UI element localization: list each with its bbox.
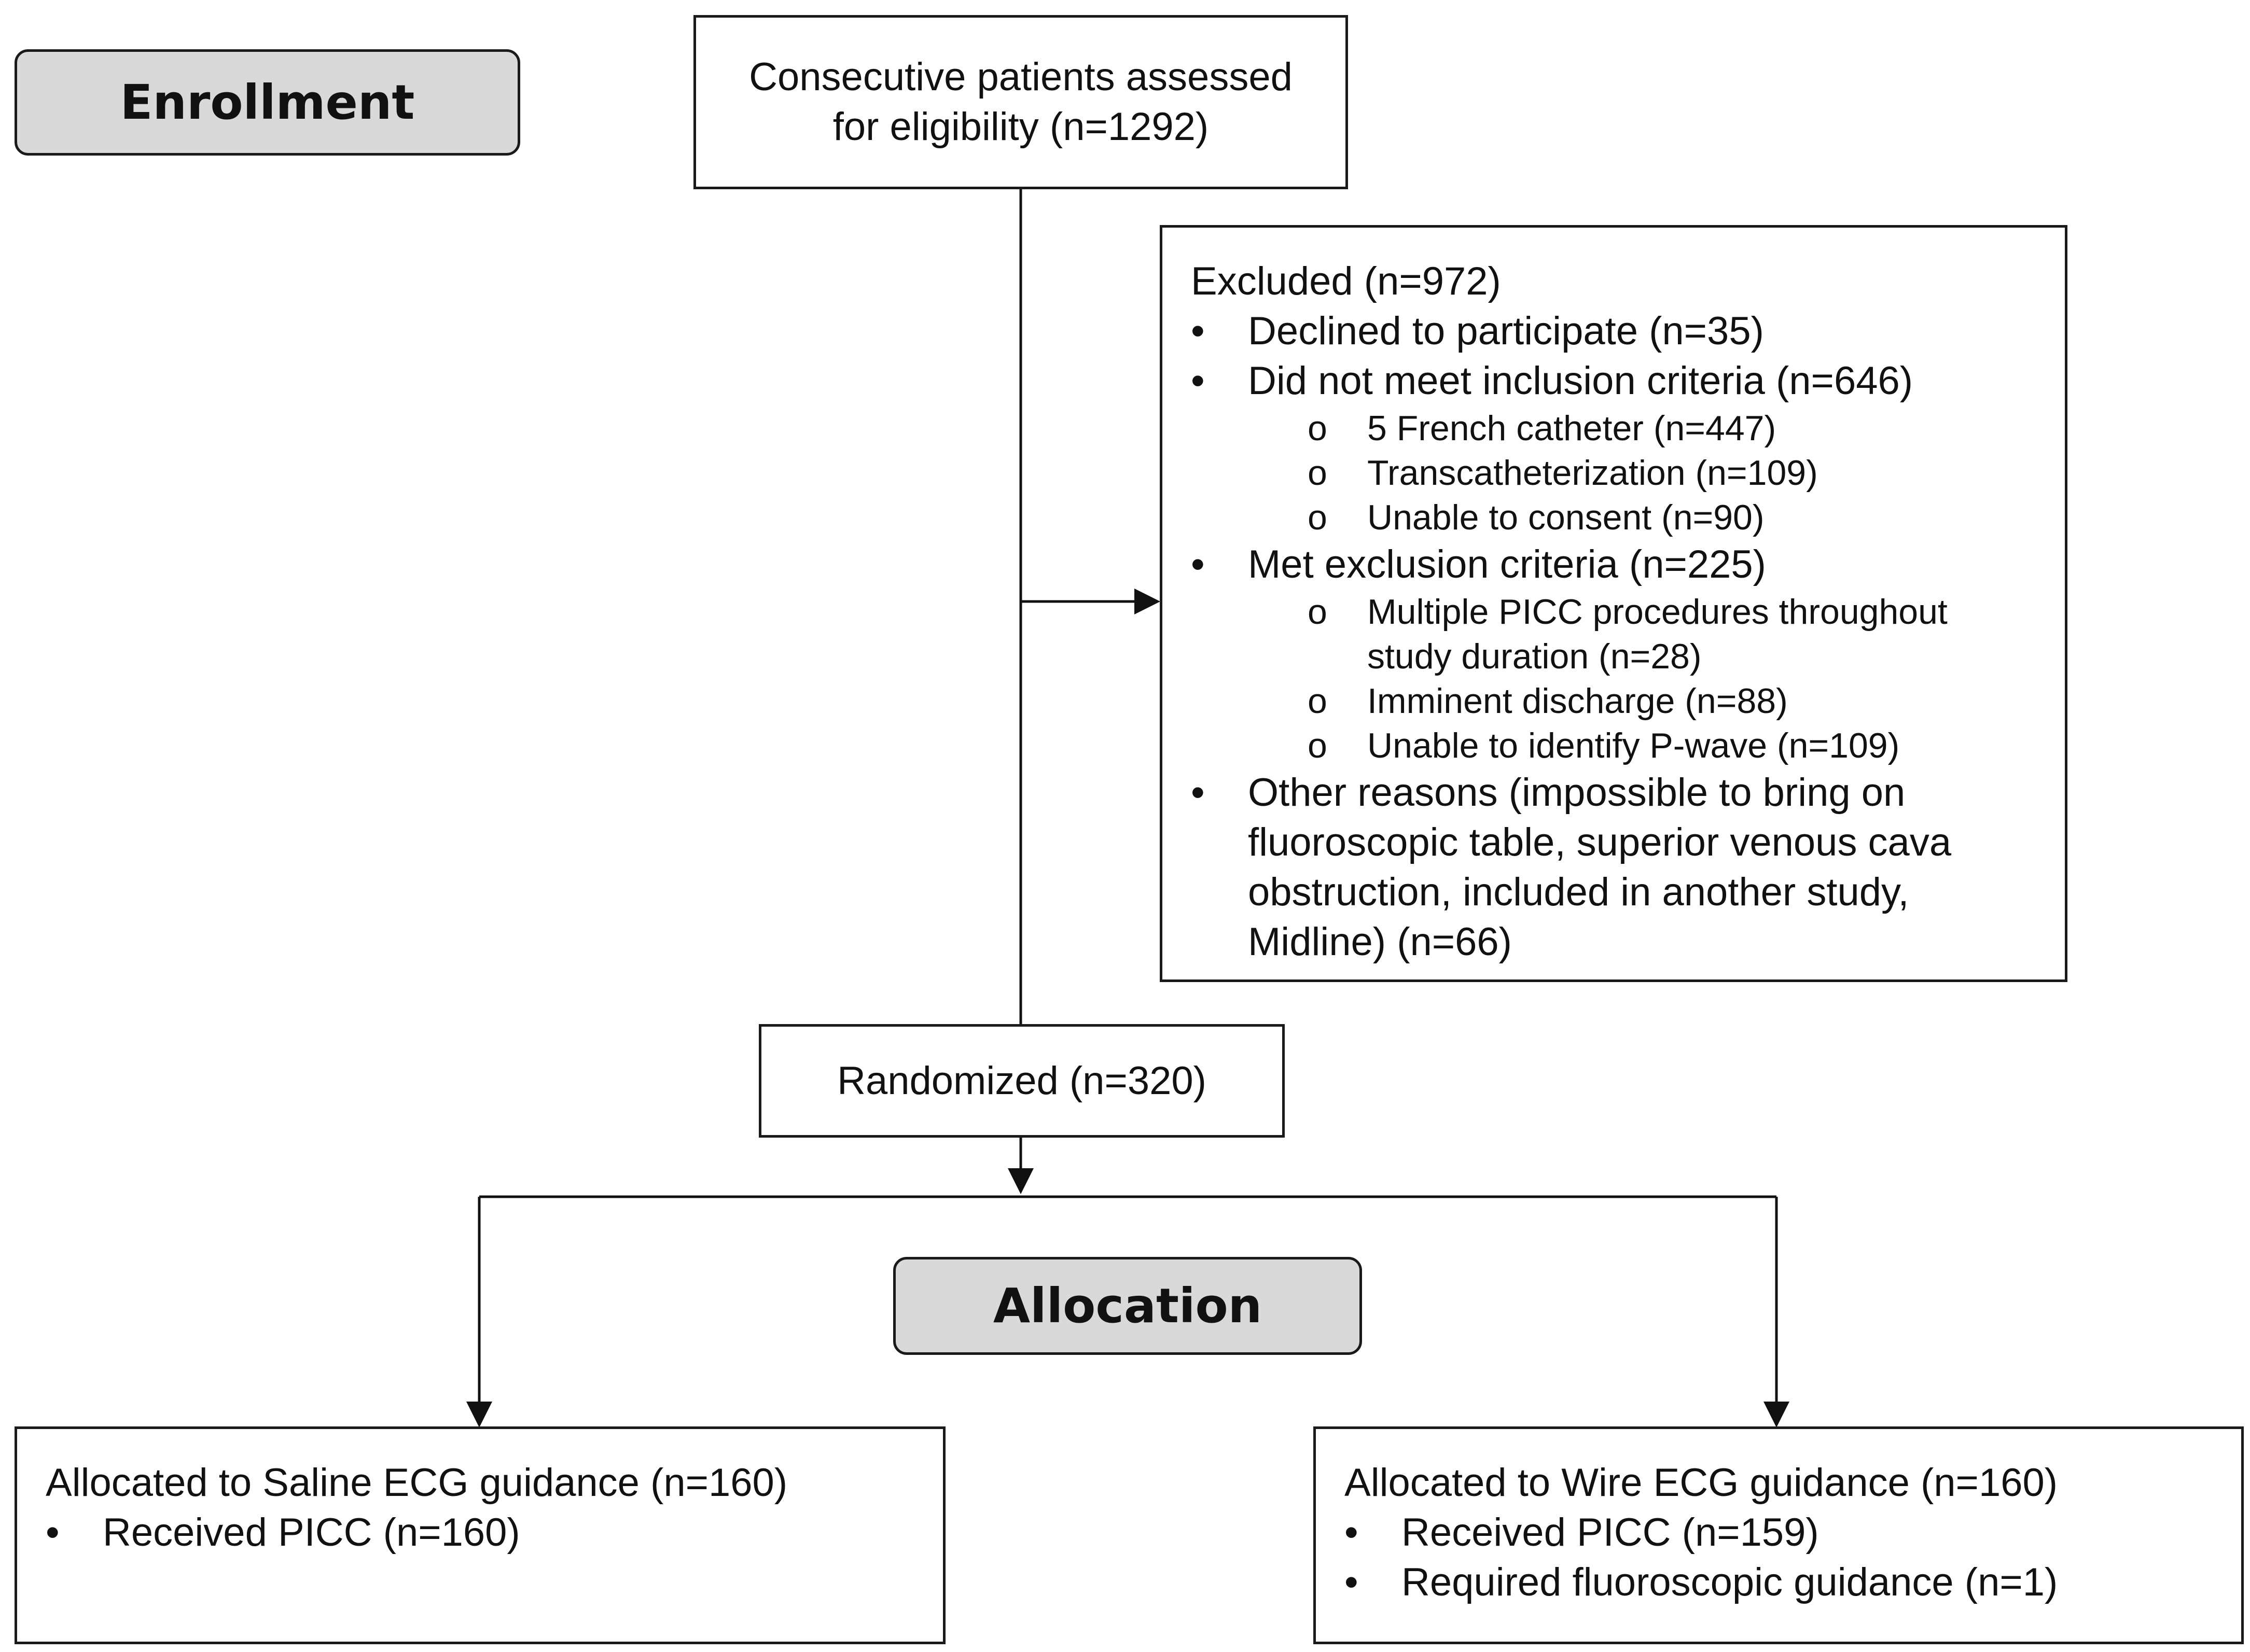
wire-title: Allocated to Wire ECG guidance (n=160) bbox=[1344, 1461, 2058, 1505]
exclusion-sub-item: o Unable to identify P-wave (n=109) bbox=[1191, 723, 2065, 768]
allocation-stage-label: Allocation bbox=[893, 1257, 1362, 1355]
randomized-box: Randomized (n=320) bbox=[759, 1024, 1285, 1138]
inclusion-sub-item: o 5 French catheter (n=447) bbox=[1191, 406, 2065, 451]
inclusion-sub-text: 5 French catheter (n=447) bbox=[1367, 409, 1776, 448]
sub-bullet-marker: o bbox=[1308, 592, 1327, 632]
sub-bullet-marker: o bbox=[1308, 681, 1327, 721]
exclusion-sub-text: Imminent discharge (n=88) bbox=[1367, 681, 1788, 721]
inclusion-sub-item: o Unable to consent (n=90) bbox=[1191, 495, 2065, 540]
sub-bullet-marker: o bbox=[1308, 498, 1327, 537]
assessed-box: Consecutive patients assessed for eligib… bbox=[693, 15, 1348, 189]
bullet-marker: • bbox=[1191, 309, 1205, 353]
saline-item: • Received PICC (n=160) bbox=[46, 1508, 943, 1558]
exclusion-sub-text: Multiple PICC procedures throughout bbox=[1367, 592, 1948, 632]
other-line-3: obstruction, included in another study, bbox=[1248, 870, 1909, 914]
exclusion-sub-item: o Multiple PICC procedures throughout st… bbox=[1191, 590, 2065, 679]
bullet-marker: • bbox=[1191, 542, 1205, 586]
bullet-marker: • bbox=[1191, 771, 1205, 815]
inclusion-sub-text: Transcatheterization (n=109) bbox=[1367, 453, 1818, 493]
other-line-1: Other reasons (impossible to bring on bbox=[1248, 771, 1906, 815]
excluded-inclusion: • Did not meet inclusion criteria (n=646… bbox=[1191, 356, 2065, 406]
randomized-text: Randomized (n=320) bbox=[837, 1058, 1206, 1103]
excluded-declined: • Declined to participate (n=35) bbox=[1191, 306, 2065, 356]
other-line-4: Midline) (n=66) bbox=[1248, 920, 1512, 964]
inclusion-text: Did not meet inclusion criteria (n=646) bbox=[1248, 359, 1913, 403]
wire-item-text: Required fluoroscopic guidance (n=1) bbox=[1401, 1560, 2058, 1604]
saline-item-text: Received PICC (n=160) bbox=[103, 1510, 520, 1555]
inclusion-sub-item: o Transcatheterization (n=109) bbox=[1191, 451, 2065, 495]
bullet-marker: • bbox=[46, 1510, 60, 1555]
exclusion-sub-text: Unable to identify P-wave (n=109) bbox=[1367, 726, 1900, 765]
wire-item: • Required fluoroscopic guidance (n=1) bbox=[1344, 1558, 2241, 1607]
wire-allocation-box: Allocated to Wire ECG guidance (n=160) •… bbox=[1313, 1426, 2244, 1644]
inclusion-sub-text: Unable to consent (n=90) bbox=[1367, 498, 1765, 537]
enrollment-stage-label: Enrollment bbox=[15, 49, 520, 156]
exclusion-sub-item: o Imminent discharge (n=88) bbox=[1191, 679, 2065, 723]
exclusion-sub-text-cont: study duration (n=28) bbox=[1367, 637, 1702, 676]
sub-bullet-marker: o bbox=[1308, 726, 1327, 765]
declined-text: Declined to participate (n=35) bbox=[1248, 309, 1764, 353]
bullet-marker: • bbox=[1344, 1560, 1358, 1604]
excluded-exclusion: • Met exclusion criteria (n=225) bbox=[1191, 540, 2065, 590]
other-line-2: fluoroscopic table, superior venous cava bbox=[1248, 820, 1952, 864]
sub-bullet-marker: o bbox=[1308, 409, 1327, 448]
enrollment-label-text: Enrollment bbox=[120, 75, 415, 130]
allocation-label-text: Allocation bbox=[993, 1278, 1262, 1334]
exclusion-text: Met exclusion criteria (n=225) bbox=[1248, 542, 1766, 586]
excluded-other: • Other reasons (impossible to bring on … bbox=[1191, 768, 2065, 967]
excluded-box: Excluded (n=972) • Declined to participa… bbox=[1160, 225, 2067, 982]
saline-title: Allocated to Saline ECG guidance (n=160) bbox=[46, 1461, 788, 1505]
bullet-marker: • bbox=[1191, 359, 1205, 403]
wire-item: • Received PICC (n=159) bbox=[1344, 1508, 2241, 1558]
excluded-title: Excluded (n=972) bbox=[1191, 259, 1501, 303]
assessed-line-2: for eligibility (n=1292) bbox=[832, 105, 1209, 149]
saline-allocation-box: Allocated to Saline ECG guidance (n=160)… bbox=[15, 1426, 946, 1644]
assessed-line-1: Consecutive patients assessed bbox=[749, 55, 1293, 99]
wire-item-text: Received PICC (n=159) bbox=[1401, 1510, 1819, 1555]
sub-bullet-marker: o bbox=[1308, 453, 1327, 493]
bullet-marker: • bbox=[1344, 1510, 1358, 1555]
